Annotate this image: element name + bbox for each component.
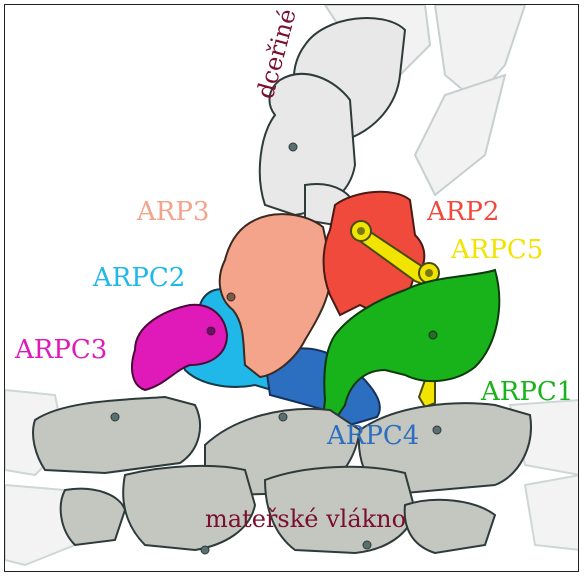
arpc5-label: ARPC5 bbox=[451, 237, 543, 263]
mother-subunit-6 bbox=[61, 489, 125, 545]
mother-subunit-7 bbox=[405, 500, 495, 553]
arp3-label: ARP3 bbox=[137, 199, 209, 225]
arpc3-label: ARPC3 bbox=[15, 337, 107, 363]
arp2-label: ARP2 bbox=[427, 199, 499, 225]
arp23-complex-illustration bbox=[5, 5, 579, 572]
arpc4-label: ARPC4 bbox=[327, 423, 419, 449]
arpc2-label: ARPC2 bbox=[93, 265, 185, 291]
mother-filament-label: mateřské vlákno bbox=[205, 507, 406, 531]
arpc1-label: ARPC1 bbox=[481, 379, 573, 405]
diagram-frame: dceřiné vlákno ARP3 ARP2 ARPC5 ARPC2 ARP… bbox=[4, 4, 579, 572]
